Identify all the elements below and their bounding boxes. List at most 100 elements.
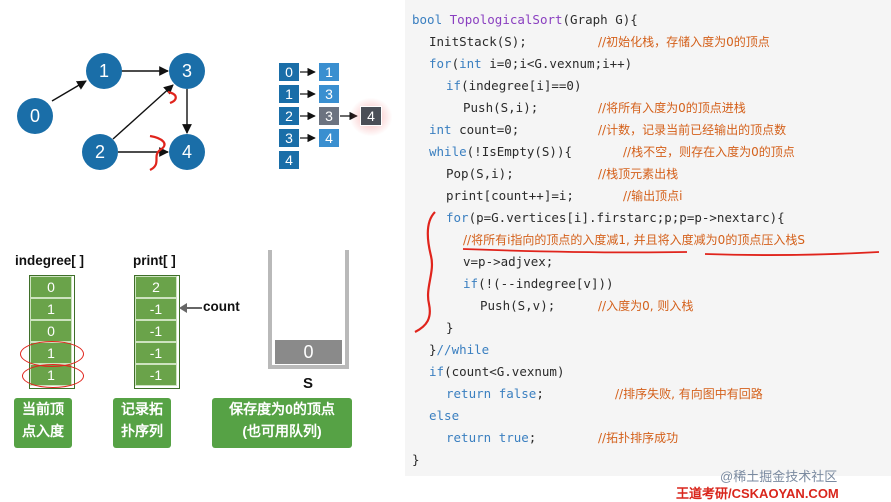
adj-head-4: 4	[278, 150, 300, 170]
graph-node-3: 3	[169, 53, 205, 89]
callout-print: 记录拓 扑序列	[113, 398, 171, 448]
count-pointer-arrow-icon	[179, 303, 202, 313]
code-token: InitStack(S);	[429, 34, 527, 49]
code-token: //while	[436, 342, 490, 357]
indegree-cell-1: 1	[30, 298, 72, 320]
code-token: Push(S,v);	[480, 298, 556, 313]
graph-node-2: 2	[82, 134, 118, 170]
code-comment-6: //计数，记录当前已经输出的顶点数	[598, 123, 787, 137]
code-line-9: print[count++]=i;	[446, 185, 574, 207]
code-token: (indegree[i]==0)	[461, 78, 582, 93]
brand-text: 王道考研/CSKAOYAN.COM	[676, 486, 839, 501]
stack-bottom	[268, 365, 349, 369]
code-line-17: if(count<G.vexnum)	[429, 361, 564, 383]
code-token: (!IsEmpty(S)){	[466, 144, 572, 159]
code-line-3: for(int i=0;i<G.vexnum;i++)	[429, 53, 632, 75]
print-cell-2: -1	[135, 320, 177, 342]
adj-node-3-4: 4	[318, 128, 340, 148]
code-token: return	[446, 430, 492, 445]
code-line-5: Push(S,i);	[463, 97, 538, 119]
print-cell-4: -1	[135, 364, 177, 386]
code-comment-8: //栈顶元素出栈	[598, 167, 679, 181]
callout-print-line1: 记录拓	[121, 401, 163, 417]
print-cell-0: 2	[135, 276, 177, 298]
directed-graph: 0 1 2 3 4	[17, 53, 358, 171]
count-pointer-label: count	[203, 299, 240, 314]
code-token: (	[451, 56, 460, 71]
print-title: print[ ]	[133, 253, 176, 268]
callout-indegree-line1: 当前顶	[22, 401, 64, 417]
code-token: while	[429, 144, 467, 159]
code-line-8: Pop(S,i);	[446, 163, 514, 185]
code-token: ;	[528, 430, 537, 445]
code-token: if	[429, 364, 445, 379]
stack-wall-right	[345, 250, 349, 369]
code-token: bool	[412, 12, 450, 27]
code-token: v=p->adjvex;	[463, 254, 554, 269]
code-token: false	[498, 386, 537, 401]
code-token: ;	[536, 386, 544, 401]
adj-head-2: 2	[278, 106, 300, 126]
code-line-10: for(p=G.vertices[i].firstarc;p;p=p->next…	[446, 207, 785, 229]
code-token: if	[446, 78, 462, 93]
code-line-21: }	[412, 449, 420, 471]
code-comment-11: //将所有i指向的顶点的入度减1, 并且将入度减为0的顶点压入栈S	[463, 233, 805, 247]
strike-mark-4	[149, 134, 166, 171]
callout-stack-line2: (也可用队列)	[242, 423, 322, 439]
code-token: Pop(S,i);	[446, 166, 514, 181]
code-token: (Graph G){	[562, 12, 638, 27]
code-comment-2: //初始化栈，存储入度为0的顶点	[598, 35, 770, 49]
adj-head-1: 1	[278, 84, 300, 104]
print-cell-3: -1	[135, 342, 177, 364]
code-comment-14: //入度为0, 则入栈	[598, 299, 694, 313]
print-cell-1: -1	[135, 298, 177, 320]
annotation-underline-2	[704, 251, 880, 256]
callout-print-line2: 扑序列	[121, 423, 163, 439]
code-line-18: return false;	[446, 383, 544, 405]
code-token: (p=G.vertices[i].firstarc;p;p=p->nextarc…	[468, 210, 785, 225]
graph-node-1: 1	[86, 53, 122, 89]
indegree-cell-2: 0	[30, 320, 72, 342]
adj-head-3: 3	[278, 128, 300, 148]
code-token: int	[429, 122, 452, 137]
callout-indegree-line2: 点入度	[22, 423, 64, 439]
code-line-14: Push(S,v);	[480, 295, 555, 317]
circle-mark-indegree-4	[22, 364, 84, 388]
strike-mark-3	[167, 90, 177, 105]
adj-node-2-4: 4	[360, 106, 382, 126]
code-panel: bool TopologicalSort(Graph G){ InitStack…	[405, 0, 891, 476]
code-token: Push(S,i);	[463, 100, 539, 115]
stack-wall-left	[268, 250, 272, 369]
code-line-20: return true;	[446, 427, 536, 449]
code-line-7: while(!IsEmpty(S)){	[429, 141, 572, 163]
code-token: }	[429, 342, 437, 357]
code-token: i=0;i<G.vexnum;i++)	[481, 56, 633, 71]
code-token: for	[446, 210, 469, 225]
svg-text:1: 1	[99, 61, 109, 81]
adj-node-0-1: 1	[318, 62, 340, 82]
code-token: }	[446, 320, 454, 335]
code-comment-20: //拓扑排序成功	[598, 431, 679, 445]
print-frame	[134, 275, 180, 389]
stack-label: S	[303, 375, 314, 392]
code-line-4: if(indegree[i]==0)	[446, 75, 581, 97]
graph-node-4: 4	[169, 134, 205, 170]
svg-text:0: 0	[30, 106, 40, 126]
adj-node-1-3: 3	[318, 84, 340, 104]
indegree-title: indegree[ ]	[15, 253, 85, 268]
svg-text:4: 4	[182, 142, 192, 162]
code-line-19: else	[429, 405, 459, 427]
callout-stack: 保存度为0的顶点 (也可用队列)	[212, 398, 352, 448]
adj-head-0: 0	[278, 62, 300, 82]
code-token: return	[446, 386, 492, 401]
code-token: int	[459, 56, 482, 71]
code-line-2: InitStack(S);	[429, 31, 527, 53]
code-comment-18: //排序失败, 有向图中有回路	[615, 387, 763, 401]
code-line-1: bool TopologicalSort(Graph G){	[412, 9, 638, 31]
indegree-frame	[29, 275, 75, 389]
code-line-15: }	[446, 317, 454, 339]
code-token: TopologicalSort	[449, 12, 563, 27]
stack-cell-0: 0	[275, 340, 342, 364]
code-token: }	[412, 452, 420, 467]
code-token: (!(--indegree[v]))	[478, 276, 614, 291]
